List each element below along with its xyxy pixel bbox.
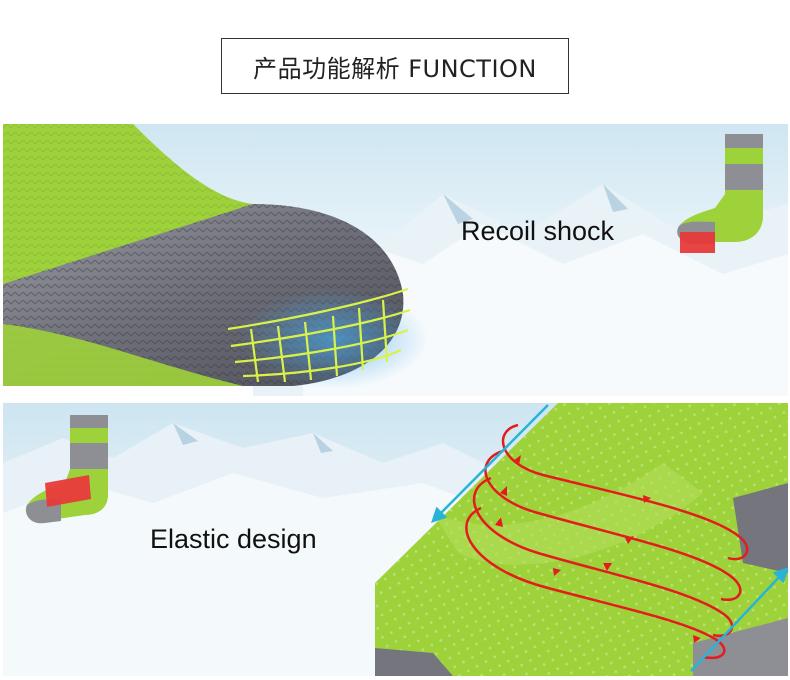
- section-title-box: 产品功能解析 FUNCTION: [221, 38, 569, 94]
- elastic-design-illustration: [3, 403, 788, 676]
- recoil-shock-panel: Recoil shock: [3, 124, 788, 396]
- sock-thumbnail-recoil: [677, 134, 763, 253]
- sock-thumbnail-elastic: [25, 415, 108, 524]
- feature-label-recoil-shock: Recoil shock: [461, 216, 615, 246]
- feature-label-elastic-design: Elastic design: [150, 524, 317, 554]
- section-title: 产品功能解析 FUNCTION: [253, 54, 537, 83]
- elastic-design-panel: Elastic design: [3, 403, 788, 676]
- recoil-shock-illustration: [3, 124, 788, 396]
